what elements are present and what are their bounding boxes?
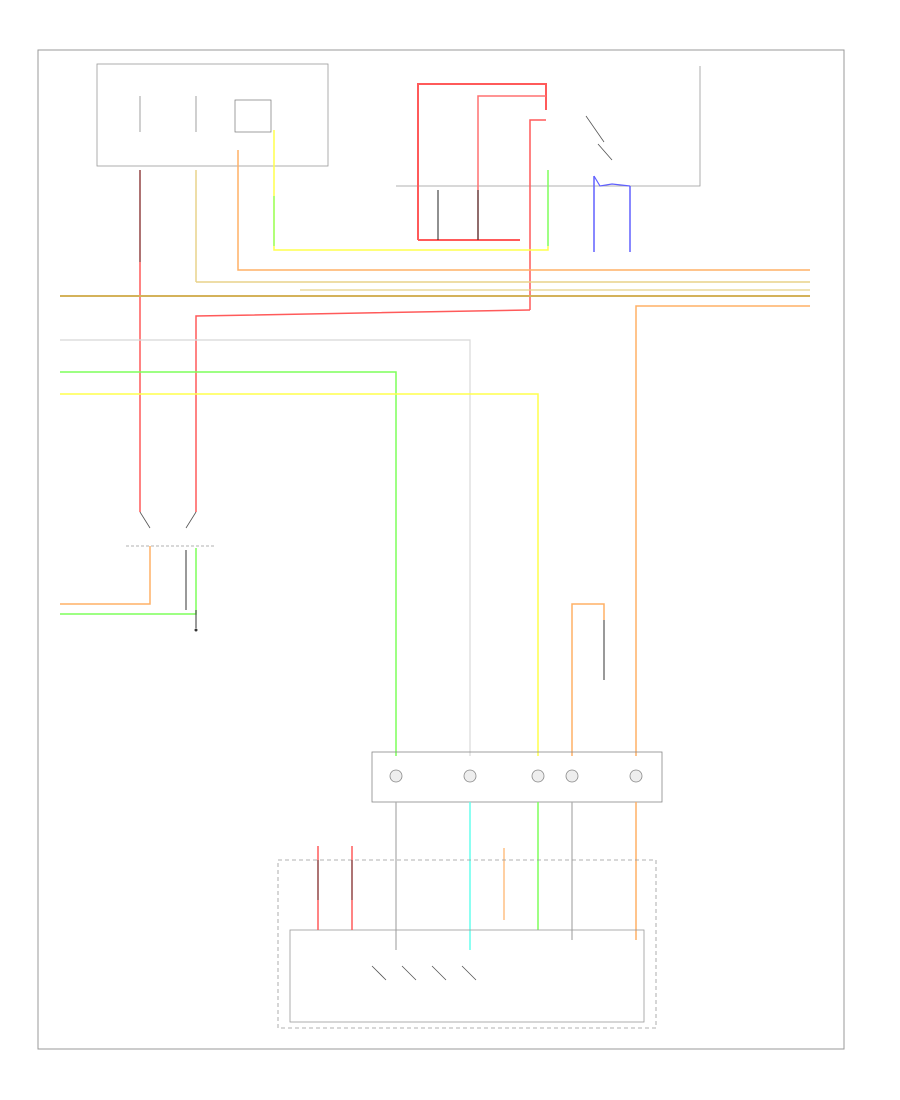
wire-pink-relay-loop (477, 95, 546, 240)
control-module-box (277, 859, 657, 1029)
wire-orange-relay-right (571, 603, 605, 756)
connector-pin-2 (463, 769, 477, 783)
switch-arm-2 (185, 511, 197, 529)
relay-switch-arm-2 (597, 143, 613, 161)
fuse-box-top-left (96, 63, 329, 167)
diagram-frame (37, 49, 845, 1050)
connector-block (371, 751, 663, 803)
wire-orange-bus (635, 305, 810, 756)
switch-row-4 (461, 965, 477, 981)
wire-orange-lower-left (60, 546, 151, 605)
switch-row-3 (431, 965, 447, 981)
switch-arm-1 (139, 511, 151, 529)
wire-white-long (60, 339, 471, 756)
relay-small-box (234, 99, 272, 133)
wire-lightgreen-long (60, 371, 397, 756)
connector-pin-3 (531, 769, 545, 783)
wire-yellow-left (273, 130, 549, 251)
wire-red-relay-loop (417, 83, 547, 240)
connector-pin-5 (629, 769, 643, 783)
wire-yellow-long (60, 393, 539, 756)
connector-pin-4 (565, 769, 579, 783)
switch-row-2 (401, 965, 417, 981)
ground-point (194, 628, 198, 632)
control-module-inner (289, 929, 645, 1023)
switch-row-1 (371, 965, 387, 981)
relay-box-outline (396, 66, 701, 187)
connector-pin-1 (389, 769, 403, 783)
wire-orange-left (237, 150, 810, 271)
wire-blue-switch (593, 175, 631, 187)
relay-switch-arm (585, 115, 605, 143)
wire-red-center (195, 309, 531, 512)
